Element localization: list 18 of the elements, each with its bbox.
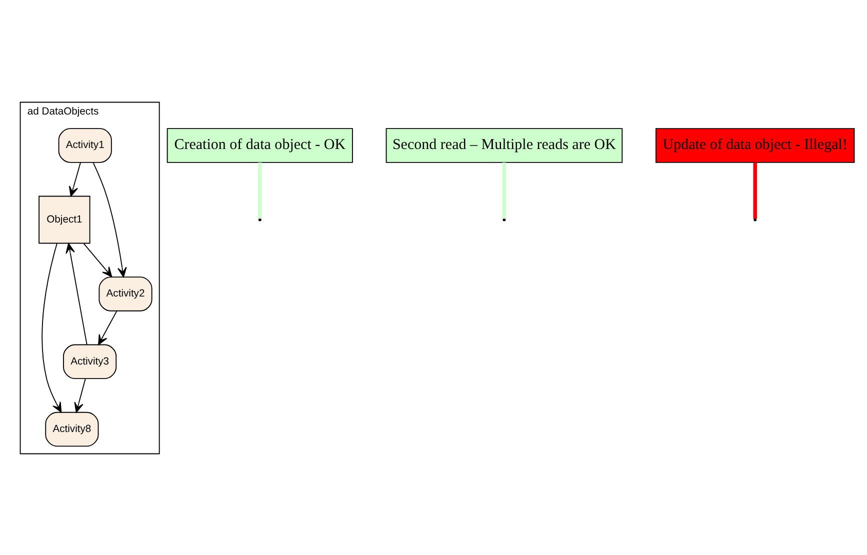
- arrow: [98, 310, 118, 345]
- connector: [258, 162, 262, 218]
- node-box: Object1: [38, 195, 90, 244]
- arrow: [68, 162, 81, 196]
- arrow: [83, 242, 112, 277]
- node-box: Creation of data object - OK: [166, 128, 353, 162]
- node-box: Activity1: [58, 128, 112, 162]
- arrow: [66, 242, 88, 344]
- node-box: Activity3: [63, 344, 117, 379]
- connector: [753, 162, 757, 218]
- node-box: Second read – Multiple reads are OK: [386, 128, 623, 162]
- arrow: [92, 162, 127, 277]
- connector: [502, 162, 506, 218]
- arrow: [74, 378, 86, 412]
- node-box: Activity2: [98, 276, 152, 311]
- arrow: [42, 242, 62, 412]
- node-box: Update of data object - Illegal!: [656, 128, 855, 162]
- node-box: Activity8: [45, 411, 99, 446]
